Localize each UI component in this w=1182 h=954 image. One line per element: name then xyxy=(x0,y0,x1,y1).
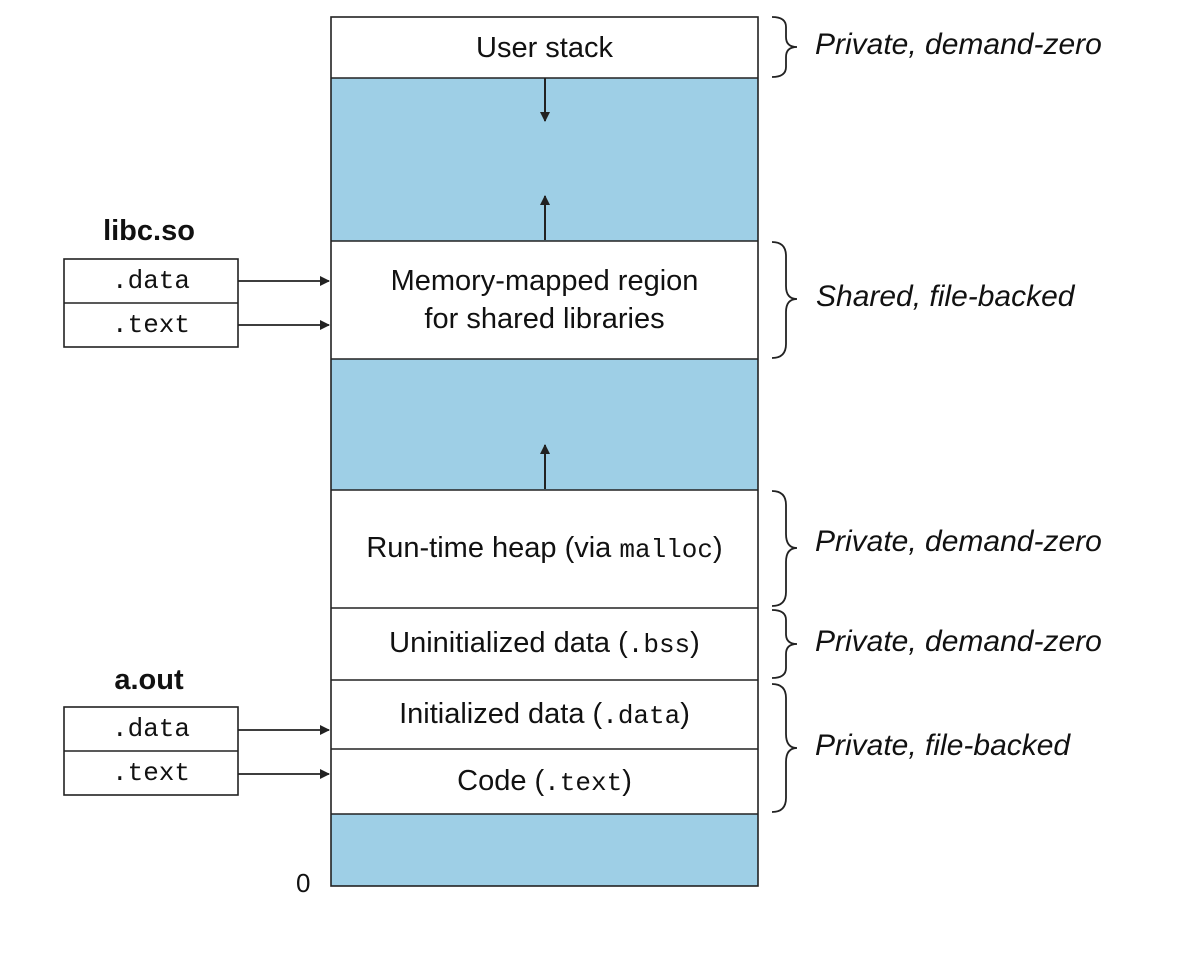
user-stack-region: User stack xyxy=(331,17,758,78)
data-label: Initialized data (.data) xyxy=(399,697,690,731)
gap-mmap-heap xyxy=(331,359,758,490)
annotation-user-stack: Private, demand-zero xyxy=(815,28,1102,61)
libc-text-section: .text xyxy=(111,310,190,340)
malloc-code: malloc xyxy=(619,535,713,565)
bss-code: .bss xyxy=(627,630,691,660)
annotation-mmap: Shared, file-backed xyxy=(816,280,1075,313)
text-code: .text xyxy=(544,767,623,798)
data-code: .data xyxy=(602,700,681,731)
user-stack-label: User stack xyxy=(476,31,613,64)
aout-data-section: .data xyxy=(111,714,190,744)
brace-data-code xyxy=(771,683,798,813)
brace-heap xyxy=(771,490,798,607)
aout-text-section: .text xyxy=(111,758,190,788)
gap-bottom xyxy=(331,814,758,886)
initialized-data-region: Initialized data (.data) xyxy=(331,680,758,749)
braces xyxy=(771,16,798,813)
mmap-label-line2: for shared libraries xyxy=(424,303,665,335)
code-region: Code (.text) xyxy=(331,749,758,814)
brace-bss xyxy=(771,609,798,679)
libc-title: libc.so xyxy=(103,215,195,247)
bss-region: Uninitialized data (.bss) xyxy=(331,608,758,680)
mmap-label-line1: Memory-mapped region xyxy=(390,265,699,297)
brace-mmap xyxy=(771,241,798,359)
memory-mapped-region: Memory-mapped region for shared librarie… xyxy=(331,241,758,359)
address-zero-label: 0 xyxy=(296,868,311,898)
runtime-heap-region: Run-time heap (via malloc) xyxy=(331,490,758,608)
annotation-data-code: Private, file-backed xyxy=(815,729,1071,762)
bss-label: Uninitialized data (.bss) xyxy=(389,627,700,660)
brace-user-stack xyxy=(771,16,798,78)
heap-label: Run-time heap (via malloc) xyxy=(366,532,723,565)
mapping-arrows xyxy=(238,276,330,779)
annotation-bss: Private, demand-zero xyxy=(815,625,1102,658)
aout-title: a.out xyxy=(114,664,184,696)
annotation-heap: Private, demand-zero xyxy=(815,525,1102,558)
code-label: Code (.text) xyxy=(457,764,632,798)
gap-stack-mmap xyxy=(331,78,758,241)
libc-data-section: .data xyxy=(111,266,190,296)
